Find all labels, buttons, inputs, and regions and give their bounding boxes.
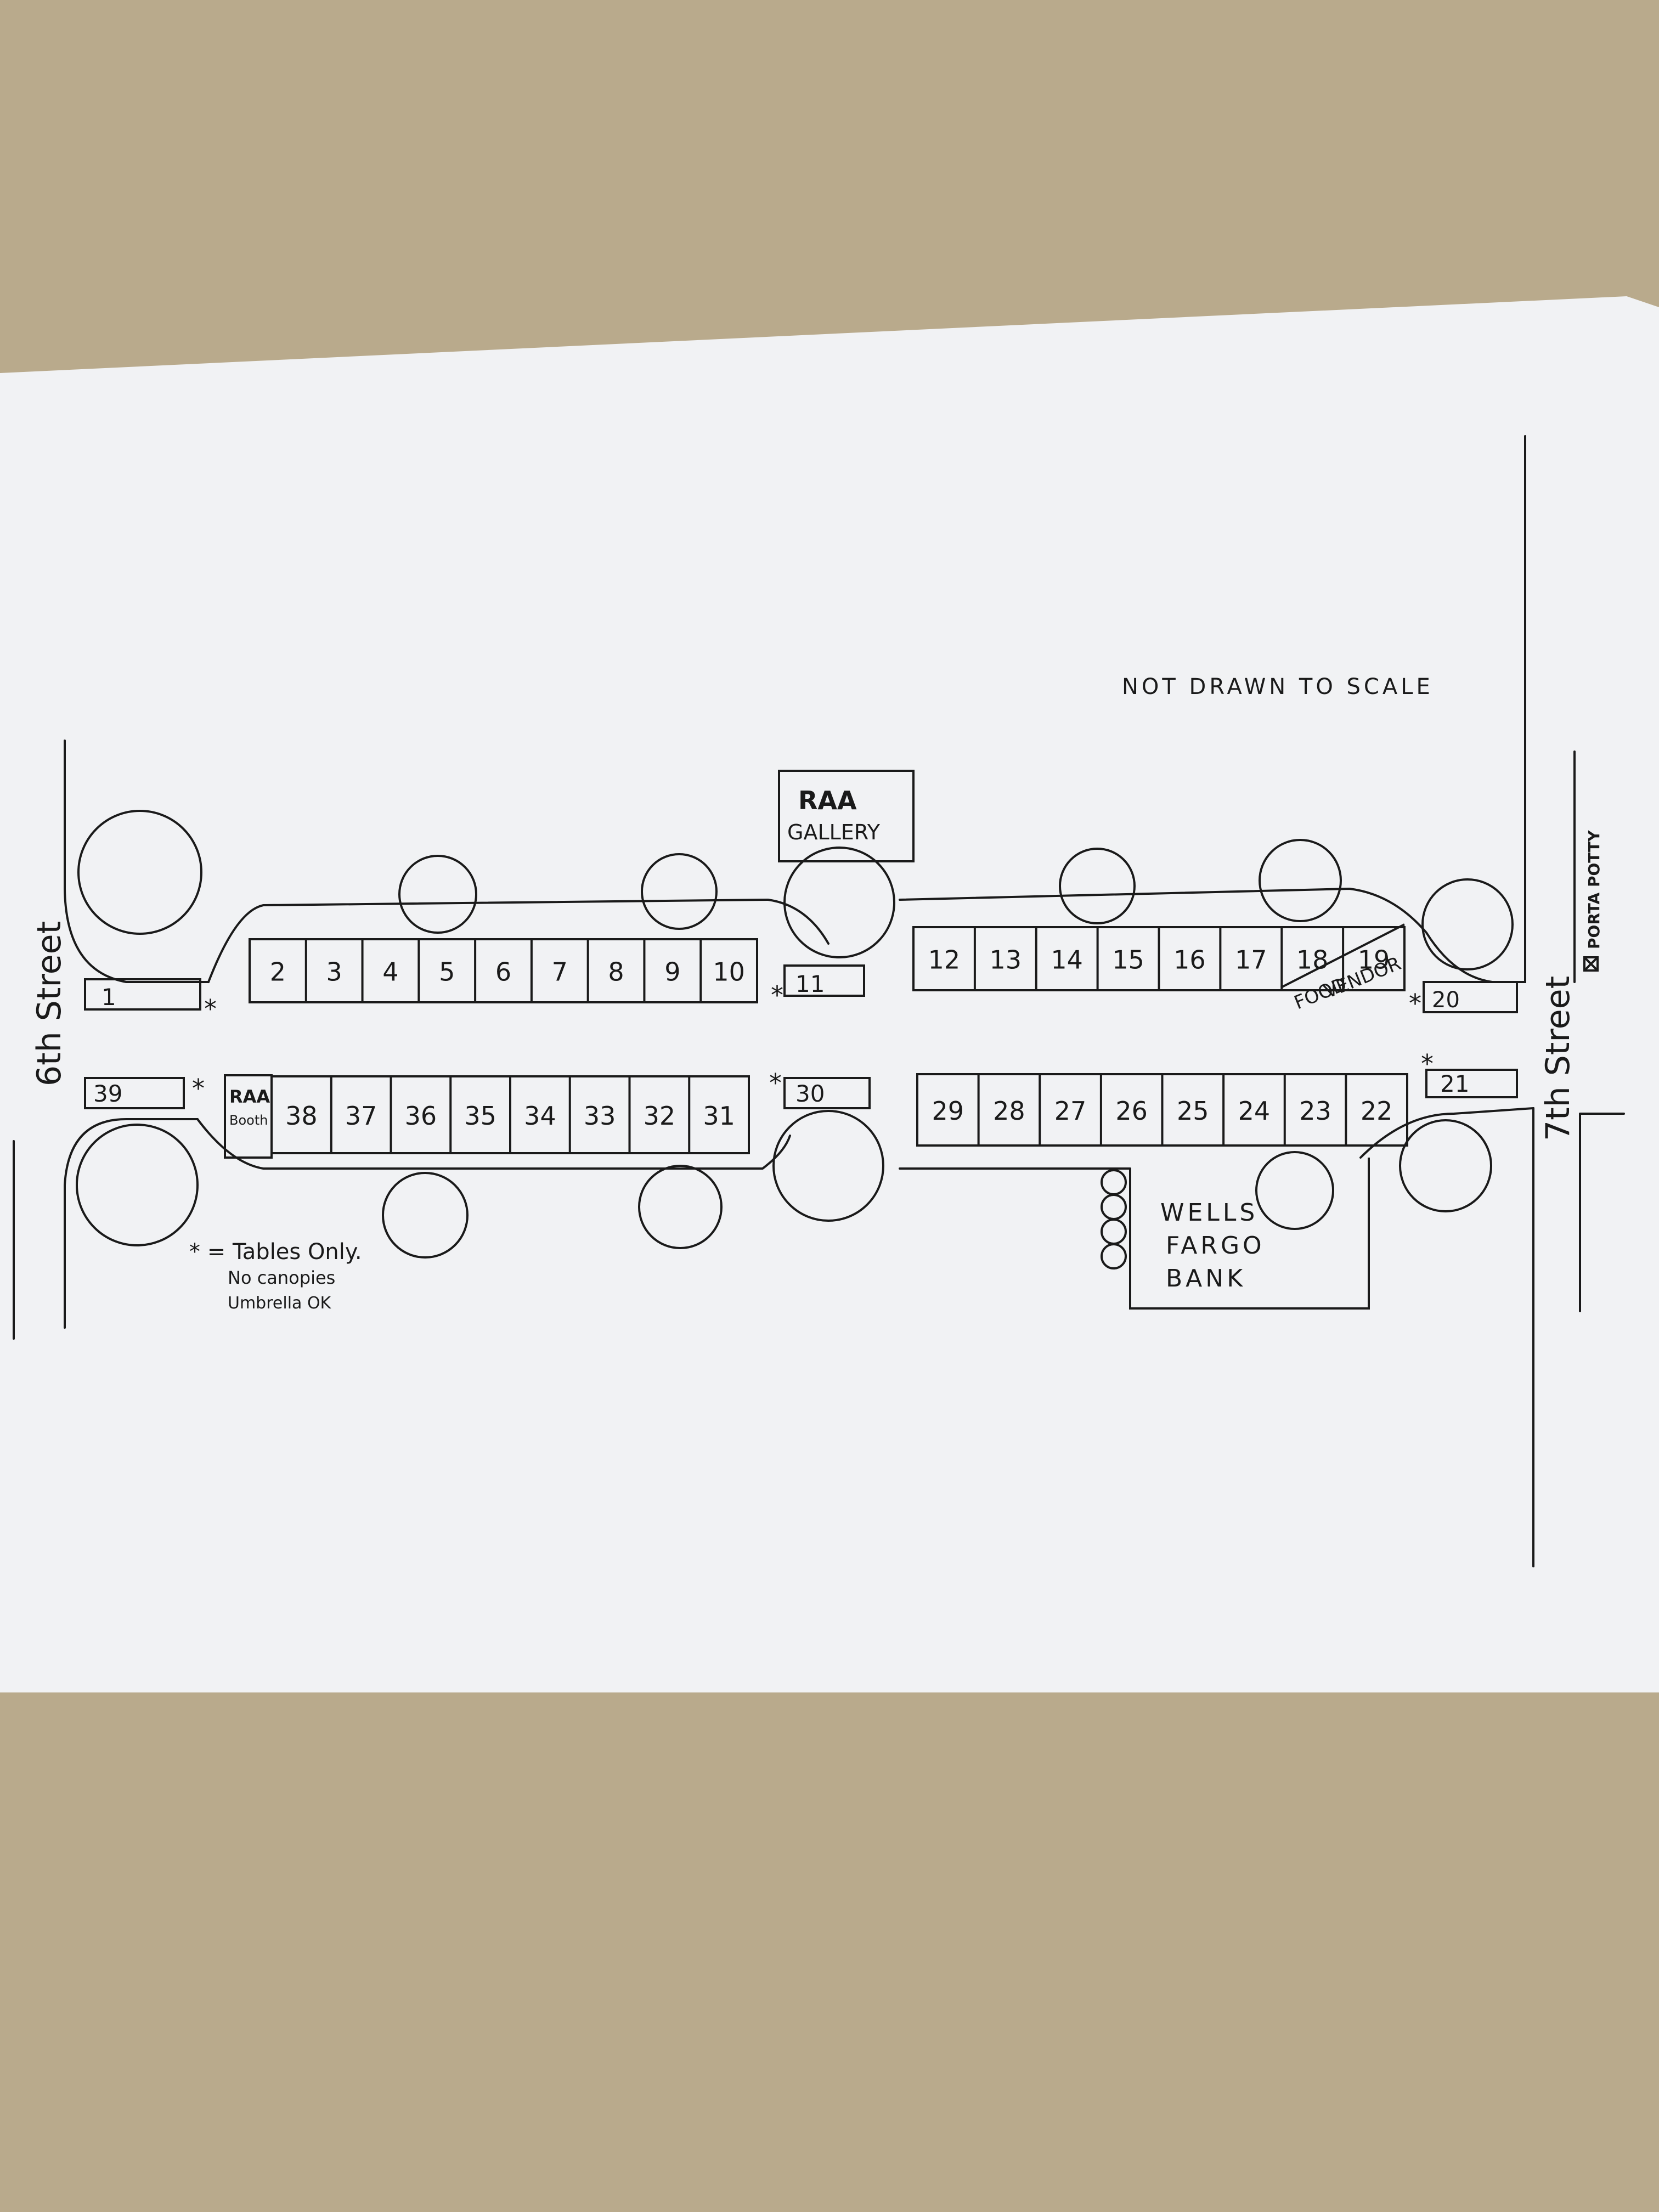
legend-line1: * = Tables Only. [189,1239,362,1265]
booth-10-label: 10 [713,957,745,987]
booth-1-label: 1 [101,984,116,1011]
booth-31-label: 31 [703,1101,735,1131]
booth-1 [84,978,201,1011]
legend-line3: Umbrella OK [228,1294,332,1313]
booth-18-label: 18 [1296,945,1329,975]
booth-38-label: 38 [285,1101,318,1131]
tree-icon [1059,848,1136,924]
tree-icon [638,1165,723,1249]
bank-label-line2: FARGO [1166,1232,1265,1260]
bank-label-line3: BANK [1166,1265,1246,1293]
booth-11-label: 11 [795,970,825,997]
booth-20-label: 20 [1432,988,1460,1013]
tree-icon [1421,878,1514,970]
booth-9-label: 9 [664,957,680,987]
booth-3-label: 3 [326,957,342,987]
tree-icon [641,853,718,930]
shrubs [1101,1169,1127,1269]
booth-34-label: 34 [524,1101,556,1131]
booth-12-label: 12 [928,945,961,975]
porta-potty-label: PORTA POTTY [1585,830,1603,949]
booth-19-label: 19 [1358,945,1390,975]
table-marker-icon: * [769,1068,782,1098]
booth-39 [84,1077,185,1109]
raa-booth-label-line2: Booth [229,1113,268,1128]
tree-icon [783,847,895,958]
booth-21-label: 21 [1440,1070,1469,1097]
street-6th-label: 6th Street [30,921,69,1086]
booth-39-label: 39 [93,1080,122,1107]
booth-21 [1425,1069,1518,1098]
food-vendor-line [1280,923,1405,989]
street-7th-edge-south [1579,1113,1625,1312]
sidewalk-south [196,1107,1534,1170]
booth-35-label: 35 [464,1101,496,1131]
table-marker-icon: * [771,980,783,1010]
gallery-label-line1: RAA [798,786,857,815]
bank-label-line1: WELLS [1160,1199,1258,1227]
sidewalk-north [207,887,1493,983]
booth-22-label: 22 [1361,1096,1393,1126]
gallery-label-line2: GALLERY [787,820,881,844]
booth-30-label: 30 [795,1080,825,1107]
tree-icon [1255,1151,1334,1230]
table-marker-icon: * [1421,1049,1434,1079]
tree-icon [772,1110,884,1222]
booth-17-label: 17 [1235,945,1267,975]
booth-5-label: 5 [439,957,455,987]
street-6th-curb-south [64,1118,199,1329]
tree-icon [398,855,477,934]
booth-8-label: 8 [608,957,624,987]
table-marker-icon: * [1409,989,1421,1018]
wells-fargo-bank [1129,1158,1370,1310]
tree-icon [382,1172,469,1259]
booth-14-label: 14 [1051,945,1083,975]
booth-37-label: 37 [345,1101,377,1131]
booth-6-label: 6 [495,957,511,987]
booth-32-label: 32 [644,1101,676,1131]
table-marker-icon: * [192,1074,205,1103]
booth-4-label: 4 [382,957,398,987]
street-7th-label: 7th Street [1539,976,1577,1141]
booth-25-label: 25 [1177,1096,1209,1126]
booth-2-label: 2 [270,957,286,987]
booth-27-label: 27 [1054,1096,1087,1126]
legend-line2: No canopies [228,1267,335,1288]
raa-gallery [778,770,915,862]
booth-24-label: 24 [1238,1096,1271,1126]
raa-booth [224,1074,273,1159]
table-marker-icon: * [204,994,217,1024]
tree-icon [77,810,202,935]
trees [76,810,1514,1259]
booth-26-label: 26 [1115,1096,1148,1126]
tree-icon [76,1124,199,1246]
booth-36-label: 36 [405,1101,437,1131]
raa-booth-label-line1: RAA [229,1086,270,1107]
booth-7-label: 7 [552,957,568,987]
booth-28-label: 28 [993,1096,1025,1126]
booth-30 [783,1077,871,1109]
tree-icon [1259,839,1342,922]
tree-icon [1399,1119,1492,1212]
not-to-scale-note: NOT DRAWN TO SCALE [1122,674,1434,699]
booth-16-label: 16 [1173,945,1206,975]
booth-11 [783,964,865,997]
booth-23-label: 23 [1299,1096,1331,1126]
booth-13-label: 13 [990,945,1022,975]
booth-15-label: 15 [1112,945,1144,975]
booth-20 [1423,981,1518,1013]
booth-29-label: 29 [932,1096,964,1126]
booth-33-label: 33 [584,1101,616,1131]
porta-potty-icon [1583,956,1599,972]
paper-sheet [0,296,1659,1692]
booth-row-top-row-west [249,938,758,1003]
